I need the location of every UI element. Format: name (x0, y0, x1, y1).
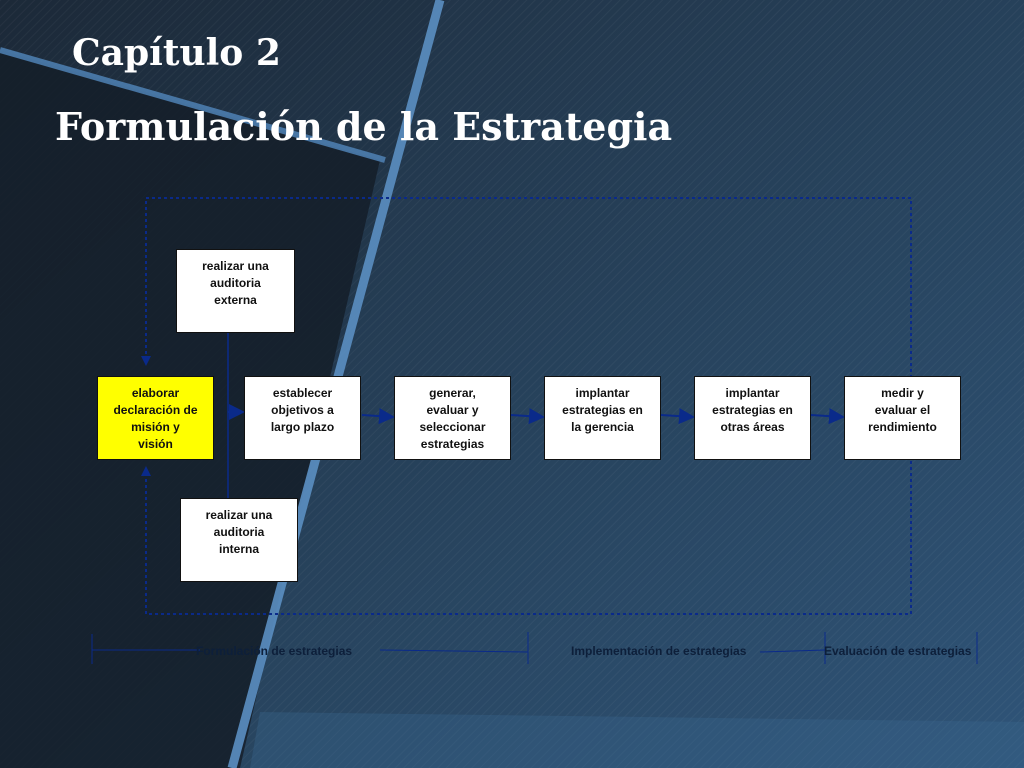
mission-label: elaborar declaración de misión y visión (113, 386, 198, 451)
feedback-arrowhead-top (141, 356, 151, 366)
generate-box: generar, evaluar y seleccionar estrategi… (394, 376, 511, 460)
flow-arrows (361, 408, 845, 425)
slide-heading: Formulación de la Estrategia (55, 104, 673, 149)
implement-management-box: implantar estrategias en la gerencia (544, 376, 661, 460)
external-audit-box: realizar una auditoria externa (176, 249, 295, 333)
measure-box: medir y evaluar el rendimiento (844, 376, 961, 460)
implement-other-label: implantar estrategias en otras áreas (712, 386, 793, 434)
external-audit-label: realizar una auditoria externa (202, 259, 269, 307)
internal-audit-box: realizar una auditoria interna (180, 498, 298, 582)
phase-timeline (91, 632, 978, 664)
implement-other-box: implantar estrategias en otras áreas (694, 376, 811, 460)
objectives-label: establecer objetivos a largo plazo (270, 386, 335, 434)
chapter-title: Capítulo 2 (72, 32, 281, 74)
measure-label: medir y evaluar el rendimiento (868, 386, 937, 434)
phase-implementation: Implementación de estrategias (571, 644, 747, 658)
arrow-other-measure (810, 408, 845, 425)
objectives-box: establecer objetivos a largo plazo (244, 376, 361, 460)
generate-label: generar, evaluar y seleccionar estrategi… (419, 386, 486, 451)
internal-audit-label: realizar una auditoria interna (205, 508, 273, 556)
phase-evaluation: Evaluación de estrategias (824, 644, 972, 658)
arrow-implement-other (660, 408, 695, 425)
arrow-objectives-generate (361, 408, 395, 425)
mission-box: elaborar declaración de misión y visión (97, 376, 214, 460)
feedback-arrowhead-bottom (141, 466, 151, 476)
implement-management-label: implantar estrategias en la gerencia (562, 386, 643, 434)
phase-formulation: Formulación de estrategias (196, 644, 353, 658)
arrow-generate-implement (510, 408, 545, 425)
feedback-loop (145, 197, 912, 615)
